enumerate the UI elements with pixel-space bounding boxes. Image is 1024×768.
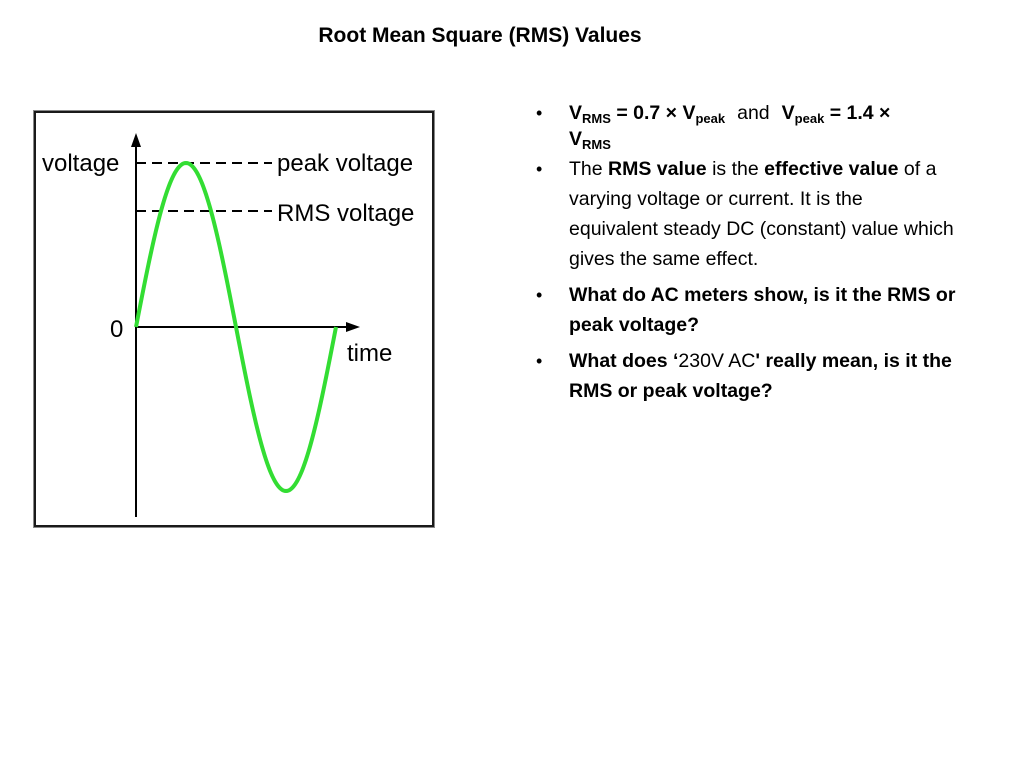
y-axis-arrowhead: [131, 133, 141, 147]
bullet-marker: •: [536, 351, 543, 371]
question-230v-quote: 230V AC: [678, 350, 756, 372]
definition-rest: of a varying voltage or current. It is t…: [569, 158, 954, 270]
formula-peak-sub-2: peak: [794, 111, 825, 126]
formula-rms-sub: RMS: [582, 111, 611, 126]
formula-v3: V: [569, 128, 583, 150]
bullet-marker: •: [536, 159, 543, 179]
formula-peak-sub: peak: [695, 111, 726, 126]
bullet-230v-question: • What does ‘230V AC' really mean, is it…: [536, 346, 956, 406]
formula-rms-sub-2: RMS: [582, 137, 611, 152]
bullet-marker: •: [536, 103, 543, 123]
x-axis-arrowhead: [346, 322, 360, 332]
x-axis-label: time: [347, 340, 392, 367]
peak-voltage-label: peak voltage: [277, 150, 413, 177]
definition-effective-value: effective value: [764, 158, 899, 180]
y-axis-label: voltage: [42, 150, 119, 177]
formula-eq2: = 1.4 ×: [824, 102, 891, 124]
sine-wave: [134, 160, 338, 494]
waveform-diagram: voltage peak voltage RMS voltage 0 time: [42, 133, 414, 517]
formula-eq1: = 0.7 × V: [610, 102, 696, 124]
bullet-marker: •: [536, 285, 543, 305]
ac-meters-question-text: What do AC meters show, is it the RMS or…: [569, 284, 956, 336]
formula-v2: V: [781, 102, 795, 124]
formula-and: and: [737, 102, 770, 124]
question-230v-post: ' really mean, is it the RMS or peak vol…: [569, 350, 952, 402]
definition-rms-value: RMS value: [608, 158, 707, 180]
origin-label: 0: [110, 316, 123, 343]
definition-the: The: [569, 158, 609, 180]
definition-is-the: is the: [706, 158, 765, 180]
bullet-rms-definition: • The RMS value is the effective value o…: [536, 154, 956, 274]
slide-title: Root Mean Square (RMS) Values: [318, 24, 642, 47]
bullet-ac-meters-question: • What do AC meters show, is it the RMS …: [536, 280, 956, 340]
question-230v-pre: What does ‘: [569, 350, 679, 372]
rms-voltage-label: RMS voltage: [277, 200, 414, 227]
ac-waveform-figure: voltage peak voltage RMS voltage 0 time: [34, 111, 434, 527]
formula-v: V: [569, 102, 583, 124]
